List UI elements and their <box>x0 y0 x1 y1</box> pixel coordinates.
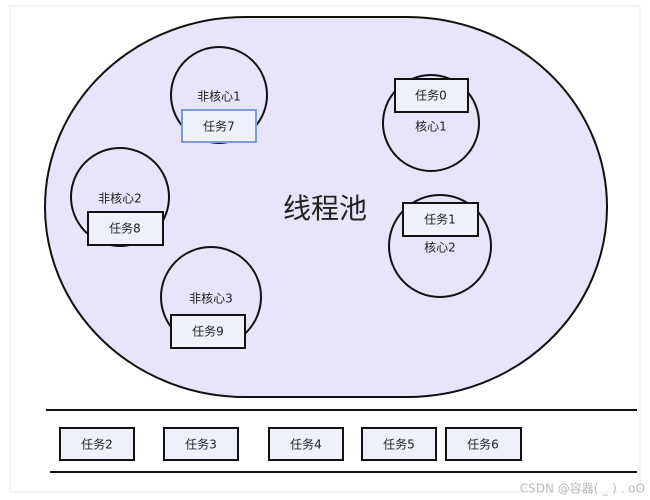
task-queue: 任务2 任务3 任务4 任务5 任务6 <box>59 427 522 461</box>
task-box <box>402 202 479 237</box>
queue-task-label: 任务5 <box>383 437 415 452</box>
queue-task-box <box>445 427 522 461</box>
frame <box>9 5 641 493</box>
thread-label: 核心2 <box>424 241 456 255</box>
watermark: CSDN @容器( _ ) . oO <box>520 481 645 496</box>
task-label: 任务7 <box>203 119 235 134</box>
thread-label: 非核心3 <box>189 292 233 306</box>
queue-task-box <box>268 427 344 461</box>
queue-task-label: 任务6 <box>467 437 499 452</box>
thread-label: 核心1 <box>415 120 447 134</box>
queue-task-label: 任务3 <box>185 437 217 452</box>
task-box <box>394 78 469 113</box>
task-label: 任务8 <box>109 221 141 236</box>
task-box <box>181 109 257 143</box>
core-thread-1: 任务0 核心1 <box>382 74 480 172</box>
queue-task-box <box>361 427 437 461</box>
non-core-thread-3: 非核心3 任务9 <box>160 246 262 349</box>
core-thread-2: 任务1 核心2 <box>388 194 492 298</box>
task-label: 任务9 <box>192 324 224 339</box>
thread-label: 非核心1 <box>197 90 241 104</box>
non-core-thread-2: 非核心2 任务8 <box>70 147 170 247</box>
thread-label: 非核心2 <box>98 192 142 206</box>
pool-label: 线程池 <box>283 192 367 225</box>
queue-task-box <box>163 427 239 461</box>
queue-task-box <box>59 427 135 461</box>
task-box <box>170 314 246 349</box>
task-box <box>87 211 164 246</box>
task-label: 任务0 <box>415 88 447 103</box>
queue-task-label: 任务2 <box>81 437 113 452</box>
non-core-thread-1: 非核心1 任务7 <box>170 46 268 144</box>
queue-task-label: 任务4 <box>290 437 322 452</box>
task-label: 任务1 <box>424 212 456 227</box>
